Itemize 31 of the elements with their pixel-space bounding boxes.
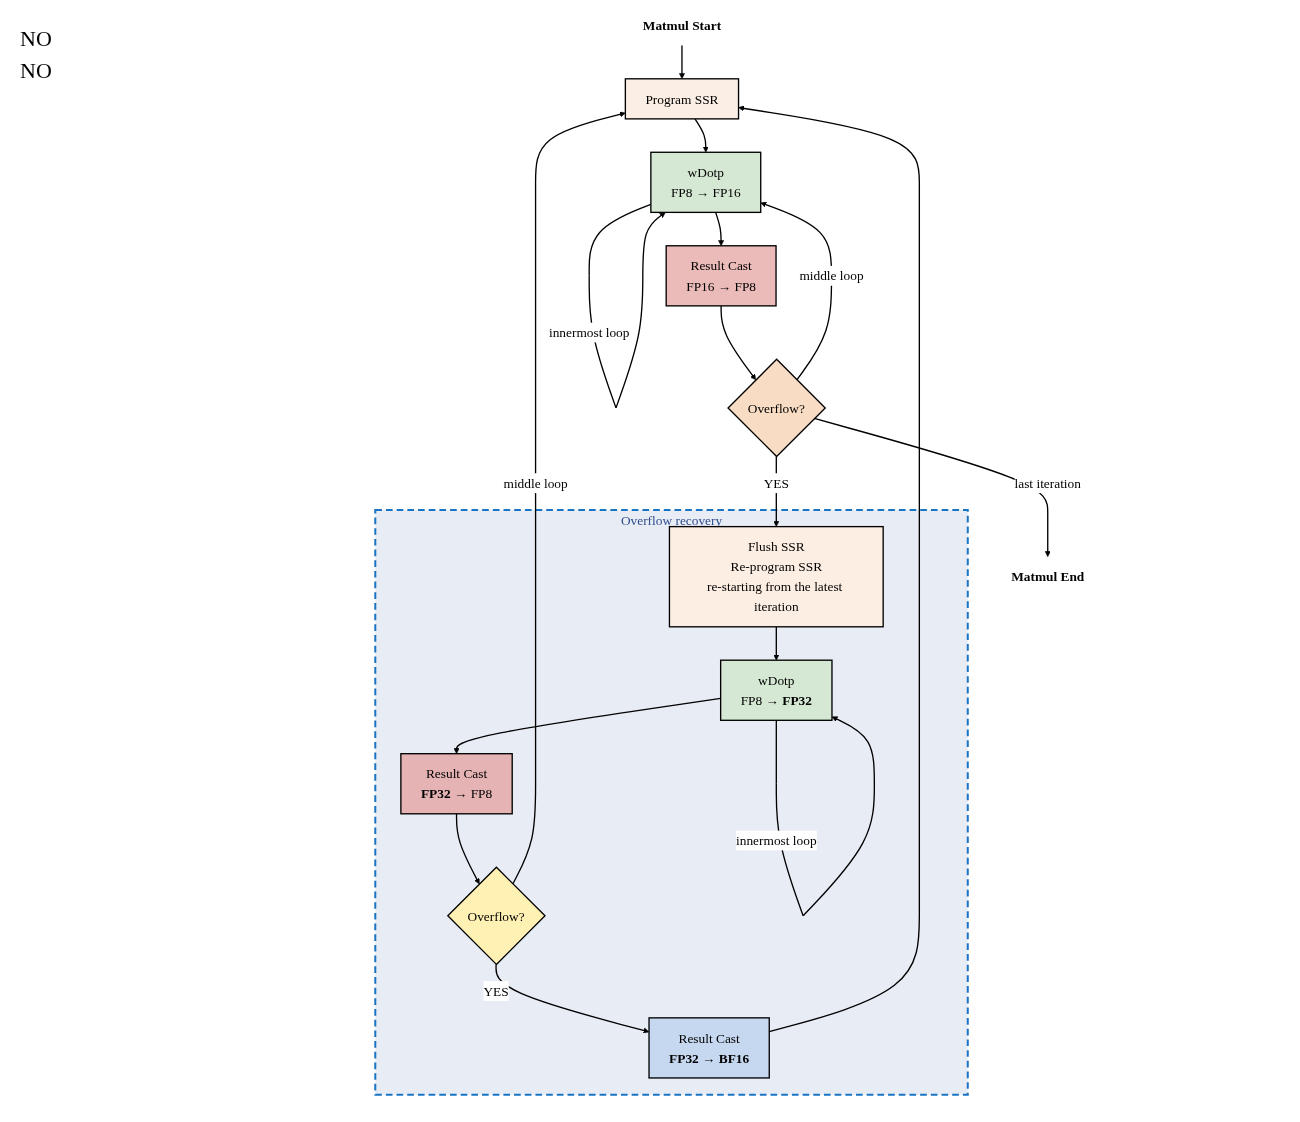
branch-label: NO [20,26,53,52]
arrow [512,111,626,885]
node-box: Result Cast FP32 → FP8 [400,753,514,815]
edge-label: last iteration [1014,475,1082,491]
arrow [679,44,686,80]
node-diamond: Overflow? [727,358,827,458]
node-box: Result Cast FP32 → BF16 [648,1017,771,1079]
branch-label: NO [20,58,53,84]
edge-label: middle loop [799,268,864,284]
node-box: Flush SSR Re-program SSR re-starting from the latest iteration [668,525,884,628]
arrow [773,626,780,661]
node-box: Program SSR [624,78,740,120]
edge-label: innermost loop [736,833,817,848]
node-text: Matmul Start [643,18,722,33]
edge-label: YES [483,983,509,999]
arrow [495,963,650,1034]
edge-label: innermost loop [549,325,630,340]
node-diamond: Overflow? [447,866,547,966]
node-box: wDotp FP8 → FP32 [720,659,833,721]
node-box: wDotp FP8 → FP16 [650,151,762,214]
arrow [760,201,833,381]
arrow [813,417,1051,557]
node-box: Result Cast FP16 → FP8 [665,245,777,307]
edge-label: middle loop [503,475,568,491]
arrow [694,118,709,153]
node-text: Matmul End [1011,569,1085,585]
arrow [720,305,757,381]
arrow [456,813,480,885]
arrow [715,211,725,247]
edge-label: YES [763,475,790,491]
arrow [738,105,921,1033]
